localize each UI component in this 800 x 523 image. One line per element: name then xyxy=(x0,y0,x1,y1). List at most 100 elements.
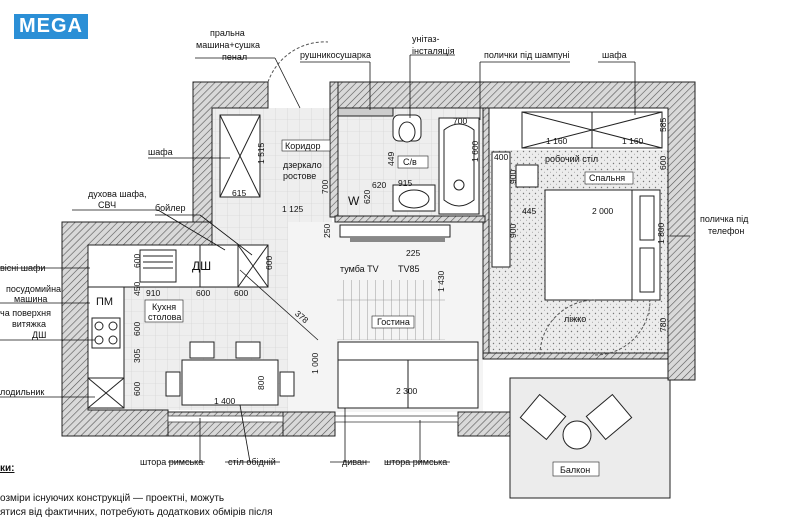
parquet-area xyxy=(337,280,445,340)
room-kitchen-2: столова xyxy=(148,312,181,322)
dim-780: 780 xyxy=(658,318,668,332)
dim-1125: 1 125 xyxy=(282,204,304,214)
dim-225: 225 xyxy=(406,248,420,258)
dim-600f: 600 xyxy=(132,382,142,396)
dim-1515: 1 515 xyxy=(256,142,266,164)
dim-800: 800 xyxy=(256,376,266,390)
dim-600c: 600 xyxy=(234,288,248,298)
dim-1160a: 1 160 xyxy=(546,136,568,146)
wardrobe-bedroom xyxy=(521,111,663,149)
bathroom-fixtures xyxy=(337,107,480,215)
dim-445: 445 xyxy=(522,206,536,216)
dim-600b: 600 xyxy=(196,288,210,298)
dim-250: 250 xyxy=(322,224,332,238)
label-desk: робочий стіл xyxy=(545,154,598,164)
room-bathroom: С/в xyxy=(403,157,417,167)
kitchen-units xyxy=(87,244,239,409)
dim-620b: 620 xyxy=(362,190,372,204)
notes-heading: ки: xyxy=(0,463,15,474)
dim-305: 305 xyxy=(132,349,142,363)
dim-2000: 2 000 xyxy=(592,206,614,216)
annotation-labels: пральна машина+сушка пенал рушникосушарк… xyxy=(0,28,749,467)
room-wc: W xyxy=(348,194,360,208)
label-shelf-phone-2: телефон xyxy=(708,226,744,236)
dining-table xyxy=(165,341,295,406)
label-wardrobe-left: шафа xyxy=(148,147,173,157)
dim-700b: 700 xyxy=(320,180,330,194)
dim-915: 915 xyxy=(398,178,412,188)
label-dishwasher: посудомийна xyxy=(6,284,61,294)
label-washer-3: пенал xyxy=(222,52,247,62)
label-curtain-2: штора римська xyxy=(384,457,447,467)
dimensions: 1 515 615 1 125 449 620 620 915 700 700 … xyxy=(132,116,668,406)
notes-line-1: озміри існуючих конструкцій — проектні, … xyxy=(0,493,225,504)
balcony-furniture xyxy=(519,393,633,450)
dim-600a: 600 xyxy=(132,254,142,268)
label-shelf-phone: поличка під xyxy=(700,214,749,224)
dim-400: 400 xyxy=(494,152,508,162)
label-boiler: бойлер xyxy=(155,203,185,213)
label-mirror-2: ростове xyxy=(283,171,316,181)
label-pm: ПМ xyxy=(96,296,113,308)
label-oven: духова шафа, xyxy=(88,189,146,199)
label-sofa: диван xyxy=(342,457,367,467)
dim-900b: 900 xyxy=(508,224,518,238)
boiler xyxy=(237,244,269,288)
label-dining-table: стіл обідній xyxy=(228,457,276,467)
label-tv: TV85 xyxy=(398,264,420,274)
tv-unit xyxy=(339,224,451,238)
room-kitchen: Кухня xyxy=(152,302,176,312)
label-oven-2: СВЧ xyxy=(98,200,116,210)
dim-449: 449 xyxy=(386,152,396,166)
dim-2300: 2 300 xyxy=(396,386,418,396)
room-corridor: Коридор xyxy=(285,141,321,151)
room-living: Гостина xyxy=(377,317,410,327)
notes-block: ки: озміри існуючих конструкцій — проект… xyxy=(0,462,330,520)
label-wardrobe-top: шафа xyxy=(602,50,627,60)
label-toilet-2: інсталяція xyxy=(412,46,455,56)
dim-600-right: 600 xyxy=(658,156,668,170)
dim-600e: 600 xyxy=(132,322,142,336)
desk xyxy=(491,151,511,268)
dim-700a: 700 xyxy=(453,116,467,126)
room-bedroom: Спальня xyxy=(589,173,625,183)
dim-1430: 1 430 xyxy=(436,270,446,292)
dim-1000: 1 000 xyxy=(310,352,320,374)
dim-1800: 1 800 xyxy=(656,222,666,244)
label-washer: пральна xyxy=(210,28,245,38)
label-hood-3: ДШ xyxy=(32,330,46,340)
label-curtain-1: штора римська xyxy=(140,457,203,467)
room-labels: Коридор дзеркало ростове W С/в Спальня р… xyxy=(96,139,634,477)
label-hob: ча поверхня xyxy=(0,308,51,318)
leader-lines xyxy=(0,54,690,463)
dim-1400: 1 400 xyxy=(214,396,236,406)
label-towel-rail: рушникосушарка xyxy=(300,50,371,60)
sofa xyxy=(337,341,479,409)
dim-1600: 1 600 xyxy=(470,140,480,162)
tv xyxy=(350,237,445,242)
dim-450: 450 xyxy=(132,282,142,296)
brand-logo: MEGA xyxy=(14,14,88,39)
label-toilet: унітаз- xyxy=(412,34,440,44)
dim-620a: 620 xyxy=(372,180,386,190)
label-wall-cabinets: вісні шафи xyxy=(0,263,45,273)
label-mirror: дзеркало xyxy=(283,160,322,170)
label-washer-2: машина+сушка xyxy=(196,40,260,50)
label-hood: витяжка xyxy=(12,319,46,329)
dim-585: 585 xyxy=(658,118,668,132)
label-tv-stand: тумба TV xyxy=(340,264,379,274)
dim-600d: 600 xyxy=(264,256,274,270)
room-balcony: Балкон xyxy=(560,465,590,475)
dim-1160b: 1 160 xyxy=(622,136,644,146)
label-shampoo-shelves: полички під шампуні xyxy=(484,50,570,60)
dim-910: 910 xyxy=(146,288,160,298)
label-dsh: ДШ xyxy=(192,259,211,273)
label-bed: ліжко xyxy=(564,314,586,324)
wardrobe-left xyxy=(219,114,261,198)
desk-chair xyxy=(515,164,539,188)
dim-615: 615 xyxy=(232,188,246,198)
dim-900a: 900 xyxy=(508,170,518,184)
bed xyxy=(544,189,661,301)
notes-line-2: ятися від фактичних, потребують додатков… xyxy=(0,507,273,518)
